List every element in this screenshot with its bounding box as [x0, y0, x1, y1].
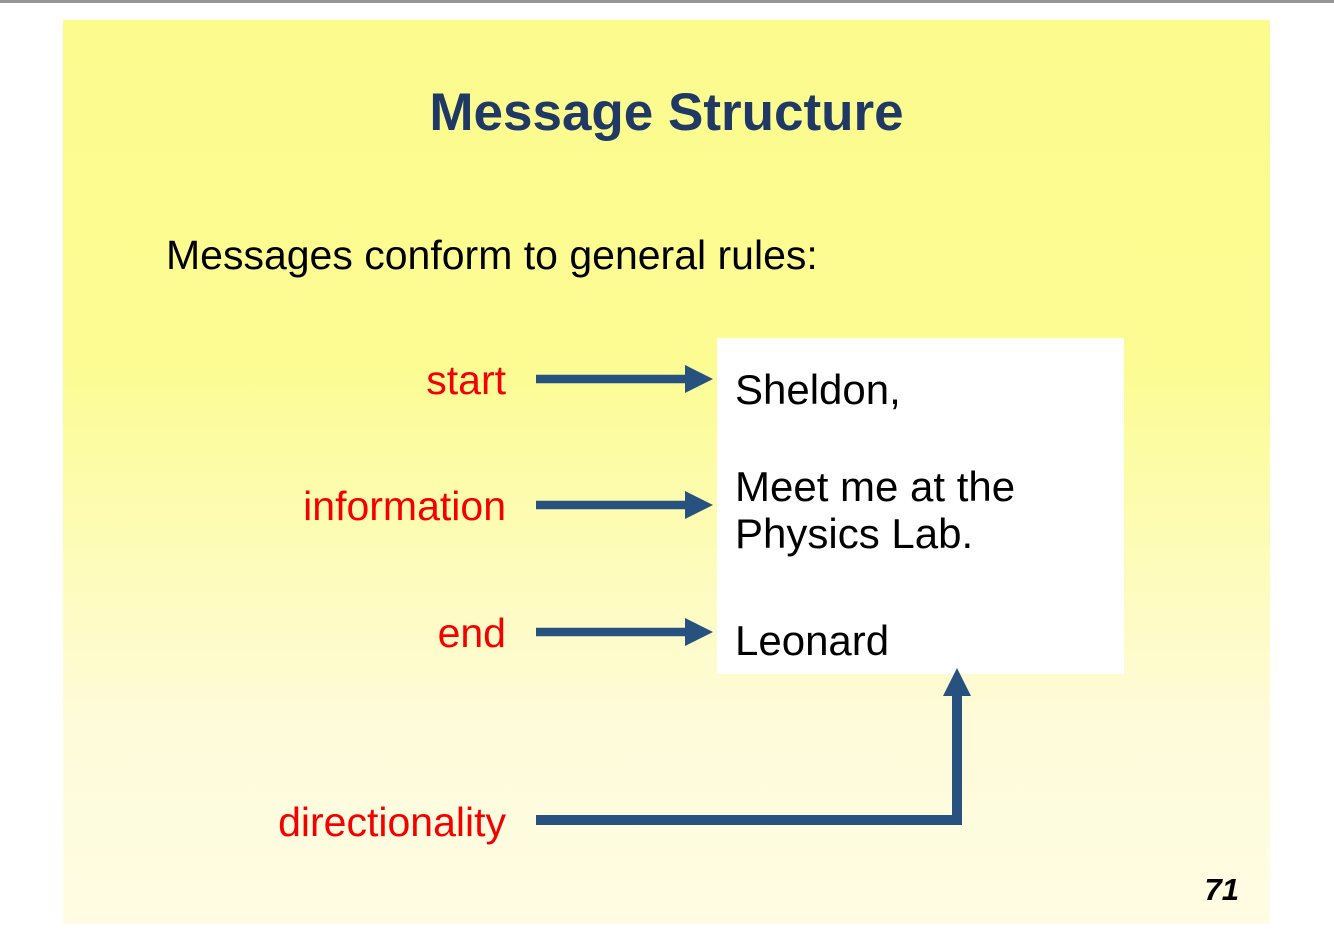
label-information: information [303, 483, 506, 529]
end-right-arrow-icon [536, 618, 713, 646]
start-right-arrow-icon [536, 365, 713, 393]
window-top-border [0, 0, 1334, 3]
directionality-up-arrow-icon [536, 668, 971, 825]
slide: Message Structure Messages conform to ge… [63, 20, 1270, 924]
label-end: end [437, 610, 506, 656]
information-right-arrow-icon [536, 491, 713, 519]
page-number: 71 [1204, 872, 1239, 907]
label-start: start [426, 357, 506, 403]
label-directionality: directionality [278, 799, 506, 845]
message-signature: Leonard [735, 617, 890, 664]
message-body: Meet me at the Physics Lab. [735, 463, 1016, 557]
intro-text: Messages conform to general rules: [166, 232, 818, 278]
message-salutation: Sheldon, [735, 366, 901, 413]
message-box: Sheldon, Meet me at the Physics Lab. Leo… [717, 338, 1124, 674]
slide-title: Message Structure [429, 83, 904, 142]
